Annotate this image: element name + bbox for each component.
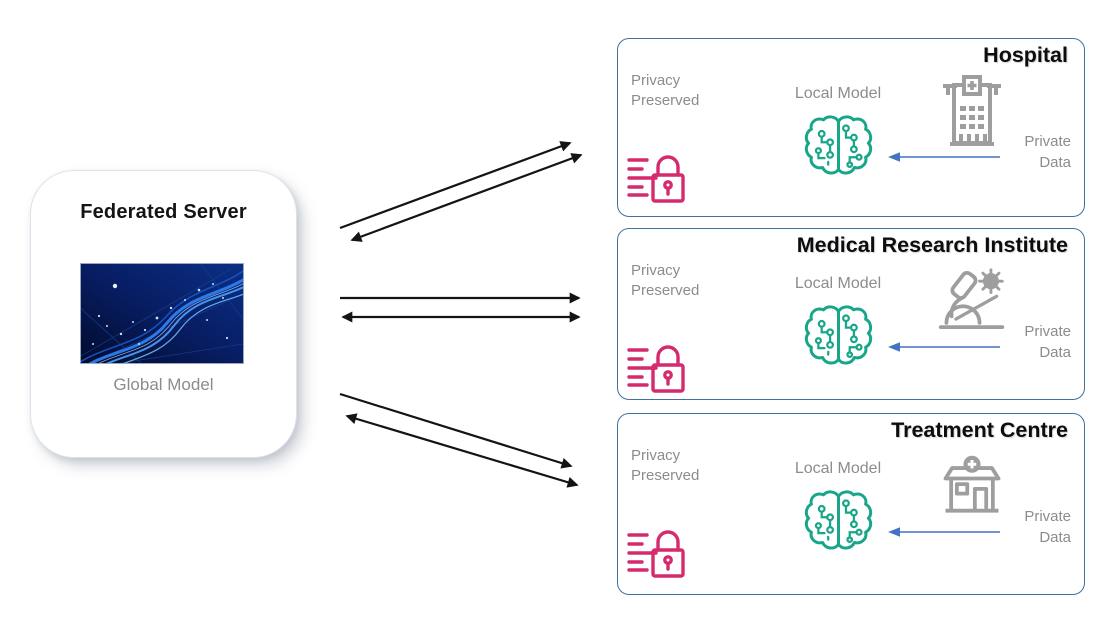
- privacy-lock-icon: [627, 345, 685, 393]
- clinic-building-icon: [943, 455, 1001, 513]
- arrow-hospital-to-server: [350, 153, 583, 242]
- privacy-lock-icon: [627, 530, 685, 578]
- private-data-label: Private Data: [1024, 323, 1071, 361]
- global-model-plexus-image: [80, 263, 244, 364]
- arrow-server-to-centre: [339, 392, 573, 469]
- arrow-centre-to-server: [345, 413, 579, 488]
- privacy-preserved-label: Privacy Preserved: [631, 72, 700, 110]
- local-model-label: Local Model: [794, 460, 882, 477]
- private-data-arrow-icon: [888, 527, 1000, 537]
- private-data-label: Private Data: [1024, 508, 1071, 546]
- client-title: Hospital: [983, 43, 1068, 67]
- privacy-lock-icon: [627, 155, 685, 203]
- privacy-preserved-label: Privacy Preserved: [631, 262, 700, 300]
- federated-server-title: Federated Server: [80, 201, 247, 223]
- microscope-virus-icon: [938, 268, 1005, 329]
- federated-server-box: Federated Server: [30, 170, 297, 458]
- client-title: Treatment Centre: [891, 418, 1068, 442]
- local-model-label: Local Model: [794, 85, 882, 102]
- private-data-arrow-icon: [888, 342, 1000, 352]
- private-data-arrow-icon: [888, 152, 1000, 162]
- privacy-preserved-label: Privacy Preserved: [631, 447, 700, 485]
- local-model-label: Local Model: [794, 275, 882, 292]
- client-title: Medical Research Institute: [796, 233, 1068, 257]
- hospital-building-icon: [943, 75, 1001, 146]
- private-data-label: Private Data: [1024, 133, 1071, 171]
- arrow-server-to-hospital: [339, 141, 572, 230]
- global-model-label: Global Model: [113, 375, 214, 394]
- client-box-medical-research-institute: Medical Research Institute Privacy Prese…: [617, 228, 1085, 400]
- brain-circuit-icon: [804, 115, 873, 175]
- brain-circuit-icon: [804, 490, 873, 550]
- client-box-treatment-centre: Treatment Centre Privacy Preserved Local…: [617, 413, 1085, 595]
- brain-circuit-icon: [804, 305, 873, 365]
- client-box-hospital: Hospital Privacy Preserved Local Model: [617, 38, 1085, 217]
